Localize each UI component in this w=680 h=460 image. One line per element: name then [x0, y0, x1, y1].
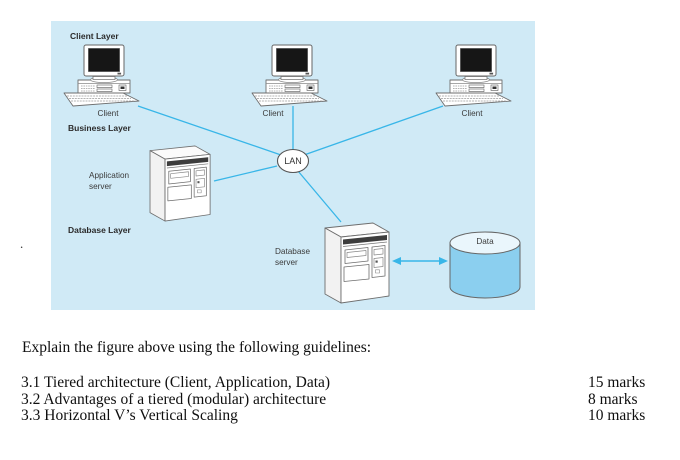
stray-period-mark: . [20, 236, 24, 251]
business-layer-label: Business Layer [68, 123, 131, 133]
client2-label: Client [262, 109, 284, 118]
lan-node [276, 148, 310, 174]
question-item-3: 3.3 Horizontal V’s Vertical Scaling [21, 407, 238, 424]
client1-computer-icon [63, 44, 140, 107]
connector-lan-db-server [297, 170, 342, 223]
lan-label: LAN [284, 156, 302, 166]
question-item-1: 3.1 Tiered architecture (Client, Applica… [21, 374, 331, 391]
application-server-icon [149, 145, 211, 222]
client1-label: Client [97, 109, 119, 118]
client2-computer-icon [251, 44, 328, 107]
connector-client1-lan [137, 105, 282, 156]
network-diagram [63, 44, 521, 304]
database-server-icon [324, 222, 390, 304]
question-item-3-marks: 10 marks [588, 407, 646, 424]
client-layer-label: Client Layer [70, 31, 119, 41]
figure-panel: Client Layer Business Layer Database Lay… [51, 21, 535, 310]
database-layer-label: Database Layer [68, 225, 131, 235]
database-server-label: Database server [275, 247, 311, 267]
connector-lan-app-server [213, 165, 278, 182]
question-intro: Explain the figure above using the follo… [22, 339, 372, 356]
connector-client3-lan [303, 105, 444, 156]
data-cylinder-icon [449, 231, 521, 299]
question-item-2-marks: 8 marks [588, 390, 638, 408]
question-item-2: 3.2 Advantages of a tiered (modular) arc… [21, 390, 327, 408]
lan-connector-lines [137, 105, 444, 223]
data-label: Data [476, 237, 494, 246]
question-item-1-marks: 15 marks [588, 374, 646, 391]
client3-computer-icon [435, 44, 512, 107]
client3-label: Client [461, 109, 483, 118]
db-server-data-arrow [392, 257, 448, 265]
application-server-label: Application server [89, 171, 130, 191]
